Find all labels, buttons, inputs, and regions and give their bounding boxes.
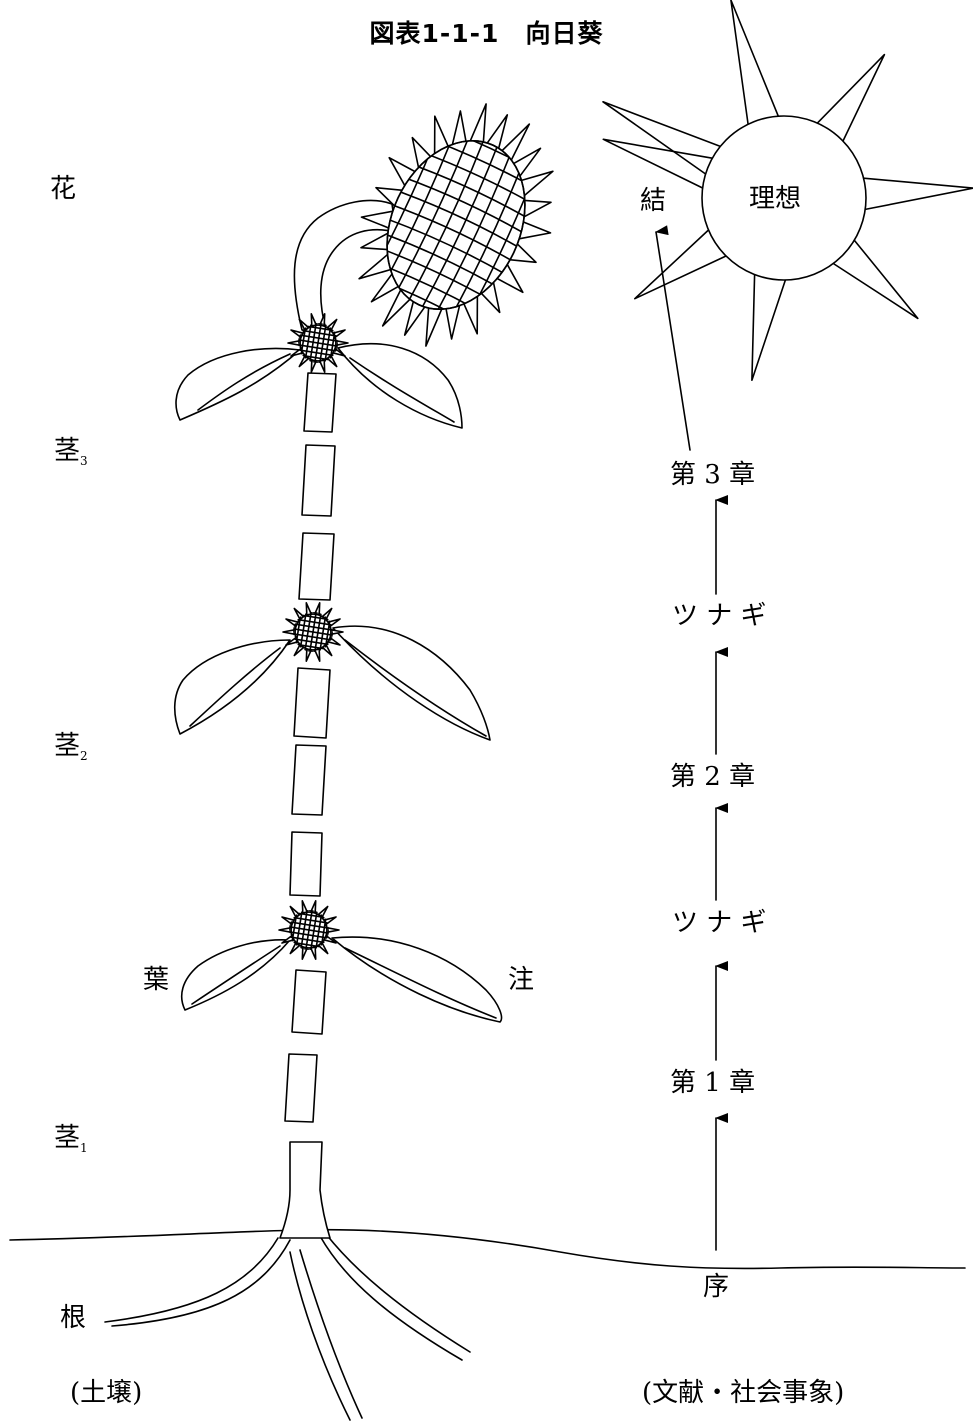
label-intro: 序	[703, 1274, 729, 1300]
label-chapter3: 第 3 章	[670, 462, 755, 488]
ground-line	[10, 1230, 965, 1269]
label-chapter2: 第 2 章	[670, 764, 755, 790]
label-link1: ツ ナ ギ	[672, 910, 767, 936]
roots	[105, 1234, 470, 1420]
label-conclusion: 結	[640, 188, 666, 214]
stem-segments	[280, 373, 336, 1238]
label-soil: (土壌)	[70, 1380, 142, 1406]
label-stem3: 茎3	[54, 438, 88, 464]
label-note: 注	[508, 967, 534, 993]
label-stem1: 茎1	[54, 1125, 88, 1151]
label-link2: ツ ナ ギ	[672, 603, 767, 629]
label-leaf: 葉	[143, 967, 169, 993]
label-stem2: 茎2	[54, 733, 88, 759]
label-flower: 花	[50, 176, 76, 202]
label-chapter1: 第 1 章	[670, 1070, 755, 1096]
label-ideal: 理想	[749, 186, 801, 212]
label-sources: (文献・社会事象)	[642, 1380, 844, 1406]
arrow-ch3-to-conclusion	[656, 232, 690, 450]
leaves	[175, 344, 502, 1022]
label-root: 根	[60, 1305, 86, 1331]
